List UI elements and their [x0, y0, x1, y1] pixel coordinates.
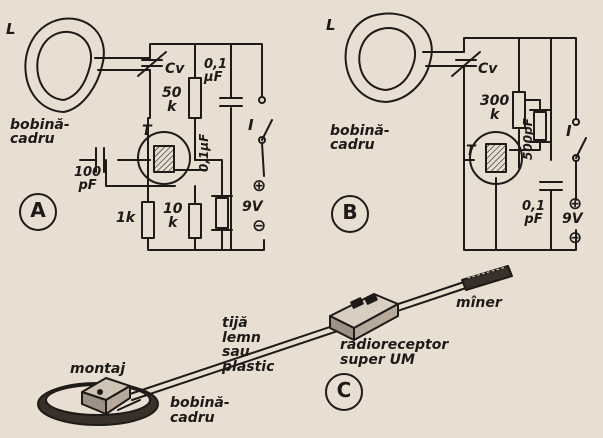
circuit-a-coil [24, 17, 151, 113]
circuit-b-r1 [512, 91, 526, 129]
circuit-a-id-circle [19, 193, 57, 231]
circuit-a-r2 [188, 203, 202, 239]
circuit-a-c3-value: 0,1μF [197, 133, 211, 172]
circuit-b-id: B [342, 200, 358, 224]
circuit-a-transistor-label: T [142, 123, 152, 139]
circuit-b-c2 [539, 181, 563, 191]
circuit-a-c2 [211, 195, 233, 231]
circuit-a-battery-minus: ⊖ [252, 216, 267, 236]
circuit-b-c2-value: 0,1 pF [522, 199, 546, 227]
circuit-a-wiring [79, 43, 265, 251]
c-mount-box [81, 377, 131, 415]
c-coil-label: bobină- cadru [170, 395, 230, 426]
c-id-circle [325, 373, 363, 411]
c-handle-label: mîner [456, 295, 502, 311]
circuit-a-battery-label: 9V [242, 199, 263, 215]
circuit-a-r3-value: 1k [116, 210, 136, 226]
circuit-a-c1-value: 100 pF [74, 165, 102, 193]
c-handle [461, 265, 513, 291]
circuit-b-id-circle [331, 195, 369, 233]
circuit-b-c1 [529, 109, 551, 143]
circuit-a-r2-value: 10 k [163, 201, 183, 231]
circuit-a-r3 [141, 201, 155, 239]
circuit-b-switch [572, 118, 587, 201]
circuit-b-transistor [469, 131, 523, 185]
circuit-a-c2-value: 0,1 μF [204, 57, 228, 85]
circuit-a-c1 [95, 147, 105, 173]
circuit-b-coil-caption: bobină- cadru [330, 123, 390, 153]
circuit-b-transistor-label: T [466, 143, 476, 159]
circuit-b-cv-label: Cv [478, 61, 498, 77]
circuit-b-battery-label: 9V [562, 211, 583, 227]
circuit-b-cv-capacitor [451, 51, 481, 77]
c-rod [117, 281, 467, 411]
c-id: C [336, 378, 352, 402]
circuit-a-r1 [188, 77, 202, 119]
c-rod-label: tijă lemn sau plastic [222, 315, 275, 376]
circuit-a-switch-label: I [248, 116, 254, 134]
circuit-a-id: A [30, 198, 46, 222]
circuit-a-cv-capacitor [137, 51, 167, 77]
circuit-b-coil [344, 12, 465, 103]
c-radio-label: radioreceptor super UM [340, 337, 449, 369]
circuit-a-cv-label: Cv [165, 61, 185, 77]
circuit-a-coil-label: L [6, 20, 16, 38]
circuit-b-c1-value: 500pF [521, 118, 535, 160]
c-radio-receiver [329, 293, 399, 341]
circuit-b-r1-value: 300 k [480, 93, 510, 123]
circuit-a-c3 [219, 97, 243, 107]
circuit-a-switch [258, 96, 273, 177]
circuit-b-switch-label: I [566, 122, 572, 140]
c-mount-label: montaj [70, 361, 126, 377]
circuit-a-transistor [137, 131, 191, 185]
circuit-b-battery-minus: ⊖ [568, 228, 583, 248]
circuit-a-r1-value: 50 k [162, 85, 182, 115]
circuit-a-coil-caption: bobină- cadru [10, 117, 70, 147]
circuit-a-battery-plus: ⊕ [252, 176, 267, 196]
circuit-b-coil-label: L [326, 16, 336, 34]
circuit-b-battery-plus: ⊕ [568, 194, 583, 214]
circuit-b-wiring [463, 37, 577, 251]
